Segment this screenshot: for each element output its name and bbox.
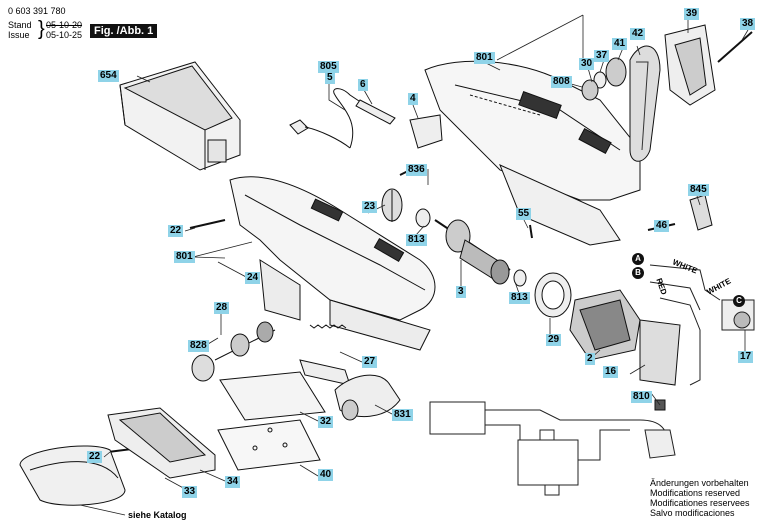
switch-drawing bbox=[409, 114, 443, 149]
callout-4: 4 bbox=[408, 93, 418, 105]
notice-line-1: Änderungen vorbehalten bbox=[650, 478, 749, 488]
notice-line-2: Modifications reserved bbox=[650, 488, 741, 498]
callout-40: 40 bbox=[318, 469, 334, 481]
motor-housing-drawing bbox=[229, 176, 436, 351]
callout-23: 23 bbox=[362, 201, 378, 213]
marker-c: C bbox=[733, 295, 745, 307]
callout-805: 805 bbox=[318, 61, 339, 73]
field-coil-drawing bbox=[534, 272, 641, 361]
callout-801-top: 801 bbox=[474, 52, 495, 64]
drive-belt-drawing bbox=[581, 45, 661, 162]
upper-housing-drawing bbox=[424, 60, 641, 246]
part-number: 0 603 391 780 bbox=[8, 6, 66, 16]
callout-831: 831 bbox=[392, 409, 413, 421]
callout-37: 37 bbox=[594, 50, 610, 62]
callout-813-lower: 813 bbox=[509, 292, 530, 304]
power-cable-drawing bbox=[289, 88, 396, 149]
wiring-drawing bbox=[649, 264, 755, 386]
callout-27: 27 bbox=[362, 356, 378, 368]
notice-line-4: Salvo modificaciones bbox=[650, 508, 735, 518]
marker-a: A bbox=[632, 253, 644, 265]
leader-lines bbox=[79, 14, 749, 516]
armature-drawing bbox=[434, 219, 527, 287]
callout-22-upper: 22 bbox=[168, 225, 184, 237]
callout-3: 3 bbox=[456, 286, 466, 298]
callout-5: 5 bbox=[325, 72, 335, 84]
brush-holder-drawing bbox=[689, 194, 713, 231]
stand-date: 05-10-20 bbox=[46, 20, 83, 30]
callout-813-upper: 813 bbox=[406, 234, 427, 246]
callout-654: 654 bbox=[98, 70, 119, 82]
callout-22-lower: 22 bbox=[87, 451, 103, 463]
callout-32: 32 bbox=[318, 416, 334, 428]
callout-38: 38 bbox=[740, 18, 756, 30]
catalog-note: siehe Katalog bbox=[128, 510, 187, 520]
dust-box-drawing bbox=[119, 61, 241, 171]
marker-b: B bbox=[632, 267, 644, 279]
callout-6: 6 bbox=[358, 79, 368, 91]
callout-29: 29 bbox=[546, 334, 562, 346]
callout-28: 28 bbox=[214, 302, 230, 314]
belt-cover-drawing bbox=[664, 24, 753, 106]
notice-line-3: Modificationes reservees bbox=[650, 498, 750, 508]
callout-801-left: 801 bbox=[174, 251, 195, 263]
callout-16: 16 bbox=[603, 366, 619, 378]
callout-55: 55 bbox=[516, 208, 532, 220]
callout-845: 845 bbox=[688, 184, 709, 196]
callout-33: 33 bbox=[182, 486, 198, 498]
callout-836: 836 bbox=[406, 164, 427, 176]
figure-title: Fig. /Abb. 1 bbox=[90, 24, 158, 38]
spring-drawing bbox=[309, 324, 347, 329]
brush-drawing bbox=[191, 321, 276, 382]
callout-42: 42 bbox=[630, 28, 646, 40]
issue-label: Issue bbox=[8, 30, 30, 40]
callout-30: 30 bbox=[579, 58, 595, 70]
callout-810: 810 bbox=[631, 391, 652, 403]
callout-17: 17 bbox=[738, 351, 754, 363]
stand-label: Stand bbox=[8, 20, 32, 30]
callout-808: 808 bbox=[551, 76, 572, 88]
callout-46: 46 bbox=[654, 220, 670, 232]
sanding-plates-drawing bbox=[217, 371, 401, 471]
issue-date: 05-10-25 bbox=[46, 30, 83, 40]
schematic-drawing bbox=[429, 401, 676, 496]
callout-2: 2 bbox=[585, 353, 595, 365]
callout-34: 34 bbox=[225, 476, 241, 488]
date-bracket: } bbox=[38, 18, 45, 40]
callout-828: 828 bbox=[188, 340, 209, 352]
callout-41: 41 bbox=[612, 38, 628, 50]
callout-39: 39 bbox=[684, 8, 700, 20]
callout-24: 24 bbox=[245, 272, 261, 284]
